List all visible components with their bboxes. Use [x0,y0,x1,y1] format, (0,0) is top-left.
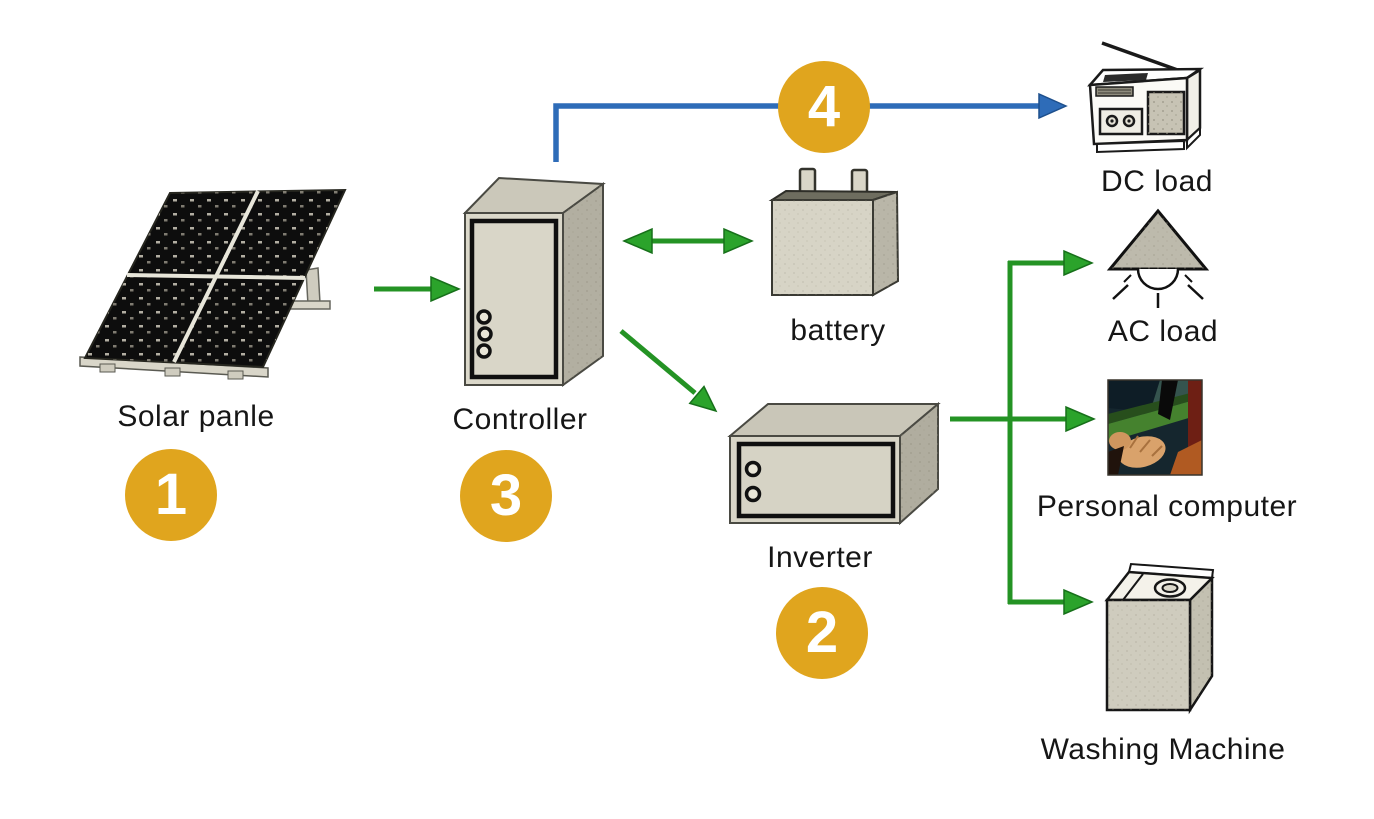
label-controller: Controller [452,403,588,436]
radio-antenna [1101,41,1187,75]
step-badge-solar-panel: 1 [125,449,217,541]
lamp-bulb [1136,268,1180,291]
controller-led [477,326,493,342]
laptop-photo-border [1107,379,1203,476]
solar-panel-icon [79,188,347,380]
label-solar-panel: Solar panle [117,400,275,433]
step-badge-dc-flow: 4 [778,61,870,153]
inverter-panel [736,441,896,519]
label-personal-computer: Personal computer [1036,490,1298,523]
inverter-led [744,460,762,478]
inverter-led [744,485,762,503]
label-ac-load: AC load [1107,315,1219,348]
arrow-controller-battery-two-way [622,227,754,255]
label-inverter: Inverter [767,541,873,574]
radio-icon [1087,41,1205,154]
label-washing-machine: Washing Machine [1040,733,1286,766]
step-badge-inverter: 2 [776,587,868,679]
arrow-inverter-to-ac-loads [950,249,1096,616]
washing-machine-icon [1104,562,1215,715]
laptop-photo [1108,380,1202,475]
label-battery: battery [790,314,886,347]
inverter-icon [727,401,941,526]
radio-vent [1095,86,1134,97]
arrow-controller-to-inverter [619,329,718,413]
label-dc-load: DC load [1101,165,1213,198]
lamp-icon [1106,208,1210,308]
arrow-controller-to-dc-load [553,92,1068,162]
controller-led [476,309,492,325]
battery-icon [768,167,900,297]
step-badge-controller: 3 [460,450,552,542]
arrow-solar-to-controller [374,275,461,303]
solar-panel-stand [305,267,321,306]
controller-icon [462,176,606,387]
controller-led [476,343,492,359]
